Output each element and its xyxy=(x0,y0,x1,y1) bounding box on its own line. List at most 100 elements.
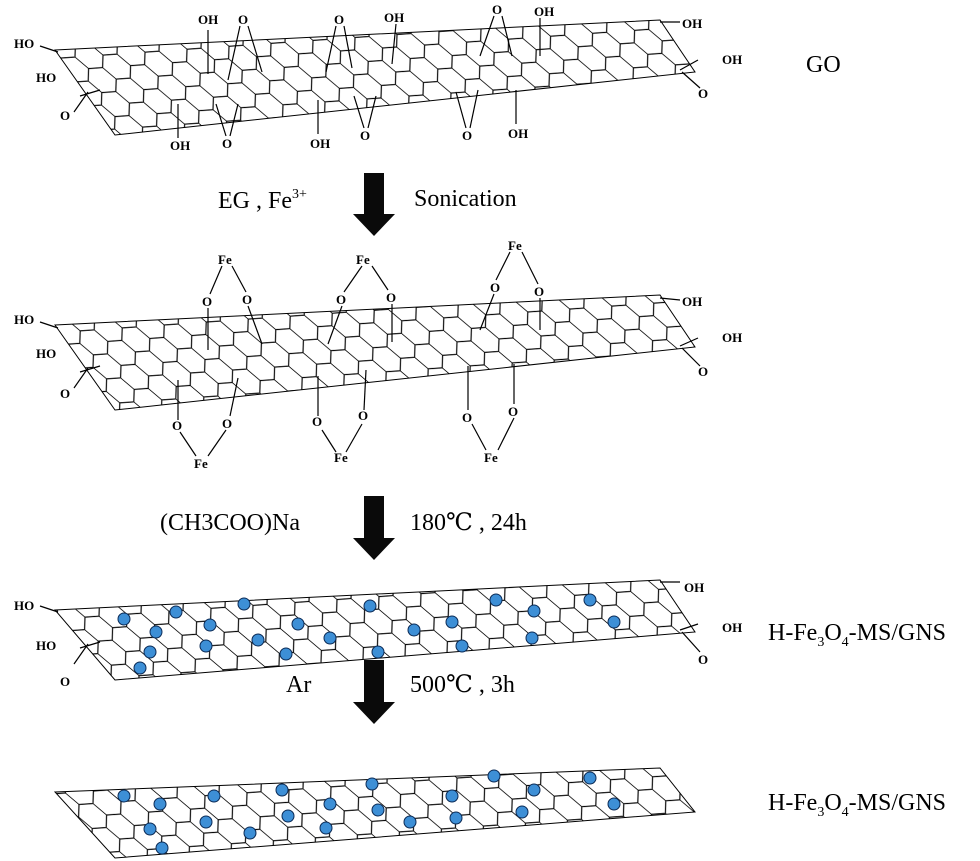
go-bottom-oh-3: OH xyxy=(508,126,528,141)
comp1-cooh-oh-right: OH xyxy=(722,620,742,635)
fe3o4-particle xyxy=(243,826,257,840)
go-top-o-2: O xyxy=(334,12,344,27)
step-2-reagents: (CH3COO)Na xyxy=(160,510,300,536)
go-top-o-1: O xyxy=(238,12,248,27)
fego-cooh-o-right: O xyxy=(698,364,708,379)
fe3o4-particle xyxy=(583,771,597,785)
go-bottom-oh-2: OH xyxy=(310,136,330,151)
fe3o4-particle xyxy=(455,639,469,653)
fego-cooh-o: O xyxy=(60,386,70,401)
go-top-oh-2: OH xyxy=(384,10,404,25)
composite-sheet-2 xyxy=(53,767,696,859)
fe3o4-particle xyxy=(445,789,459,803)
step-3-arrow xyxy=(353,660,395,724)
fe3o4-particle xyxy=(279,647,293,661)
fego-top-fe-2: Fe xyxy=(356,252,370,267)
go-sheet: HO HO O OH O O OH O OH OH OH O OH O OH O… xyxy=(14,2,742,153)
fego-bottom-o-1b: O xyxy=(222,416,232,431)
step-1: EG , Fe3+ Sonication xyxy=(218,173,517,236)
step-2-arrow xyxy=(353,496,395,560)
fe3o4-particle xyxy=(445,615,459,629)
step-3: Ar 500℃ , 3h xyxy=(286,660,515,724)
fego-top-o-2b: O xyxy=(386,290,396,305)
go-top-oh-1: OH xyxy=(198,12,218,27)
go-bottom-o-1: O xyxy=(222,136,232,151)
fe3o4-particle xyxy=(487,769,501,783)
go-ho-left: HO xyxy=(14,36,34,51)
fego-top-o-1b: O xyxy=(242,292,252,307)
fe3o4-particle xyxy=(323,631,337,645)
fe3o4-particle xyxy=(291,617,305,631)
fego-top-fe-1: Fe xyxy=(218,252,232,267)
fe3o4-particle xyxy=(133,661,147,675)
fe3o4-particle xyxy=(527,604,541,618)
fe3o4-particle xyxy=(169,605,183,619)
label-go: GO xyxy=(806,52,841,78)
comp1-oh-right: OH xyxy=(684,580,704,595)
label-product-2: H-Fe3O4-MS/GNS xyxy=(768,790,946,820)
go-oh-right: OH xyxy=(682,16,702,31)
fe3o4-particle xyxy=(489,593,503,607)
go-cooh-oh-right: OH xyxy=(722,52,742,67)
fe3o4-particle xyxy=(143,822,157,836)
fe3o4-particle xyxy=(153,797,167,811)
fego-bottom-fe-3: Fe xyxy=(484,450,498,465)
fe3o4-particle xyxy=(527,783,541,797)
fe3o4-particle xyxy=(143,645,157,659)
fe3o4-particle xyxy=(607,615,621,629)
go-bottom-o-2: O xyxy=(360,128,370,143)
fe3o4-particle xyxy=(199,639,213,653)
step-2-conditions: 180℃ , 24h xyxy=(410,510,527,536)
step-2: (CH3COO)Na 180℃ , 24h xyxy=(160,496,527,560)
fego-top-o-1a: O xyxy=(202,294,212,309)
fe3o4-particle xyxy=(319,821,333,835)
composite-sheet-1: HO HO O OH OH O xyxy=(14,579,742,689)
go-top-oh-3: OH xyxy=(534,4,554,19)
fe3o4-particle xyxy=(403,815,417,829)
go-cooh-ho: HO xyxy=(36,70,56,85)
fe3o4-particle xyxy=(515,805,529,819)
fe3o4-particle xyxy=(275,783,289,797)
fego-bottom-o-3b: O xyxy=(508,404,518,419)
step-1-conditions: Sonication xyxy=(414,186,517,212)
fe3o4-particle xyxy=(363,599,377,613)
fego-top-o-3b: O xyxy=(534,284,544,299)
fego-bottom-o-2a: O xyxy=(312,414,322,429)
fe3o4-particle xyxy=(149,625,163,639)
fe3o4-particle xyxy=(525,631,539,645)
fego-bottom-fe-2: Fe xyxy=(334,450,348,465)
fe3o4-particle xyxy=(281,809,295,823)
fe3o4-particle xyxy=(199,815,213,829)
fe3o4-particle xyxy=(207,789,221,803)
fe3o4-particle xyxy=(449,811,463,825)
go-cooh-o-right: O xyxy=(698,86,708,101)
fego-cooh-oh-right: OH xyxy=(722,330,742,345)
go-bottom-o-3: O xyxy=(462,128,472,143)
fe3o4-particle xyxy=(117,789,131,803)
fego-top-o-3a: O xyxy=(490,280,500,295)
fe3o4-particle xyxy=(237,597,251,611)
fego-top-o-2a: O xyxy=(336,292,346,307)
fe3o4-particle xyxy=(371,645,385,659)
comp1-cooh-o: O xyxy=(60,674,70,689)
comp1-ho-left: HO xyxy=(14,598,34,613)
fego-cooh-ho: HO xyxy=(36,346,56,361)
fego-bottom-o-2b: O xyxy=(358,408,368,423)
go-top-o-3: O xyxy=(492,2,502,17)
fe3o4-particle xyxy=(365,777,379,791)
fe3o4-particle xyxy=(323,797,337,811)
fe3o4-particle xyxy=(607,797,621,811)
fe3o4-particle xyxy=(251,633,265,647)
comp1-cooh-o-right: O xyxy=(698,652,708,667)
go-cooh-o: O xyxy=(60,108,70,123)
step-3-reagents: Ar xyxy=(286,672,311,698)
fe3o4-particle xyxy=(117,612,131,626)
step-1-arrow xyxy=(353,173,395,236)
fego-top-fe-3: Fe xyxy=(508,238,522,253)
fego-bottom-o-1a: O xyxy=(172,418,182,433)
fego-bottom-fe-1: Fe xyxy=(194,456,208,471)
label-product-1: H-Fe3O4-MS/GNS xyxy=(768,620,946,650)
step-1-reagents: EG , Fe3+ xyxy=(218,187,307,214)
fe3o4-particle xyxy=(407,623,421,637)
